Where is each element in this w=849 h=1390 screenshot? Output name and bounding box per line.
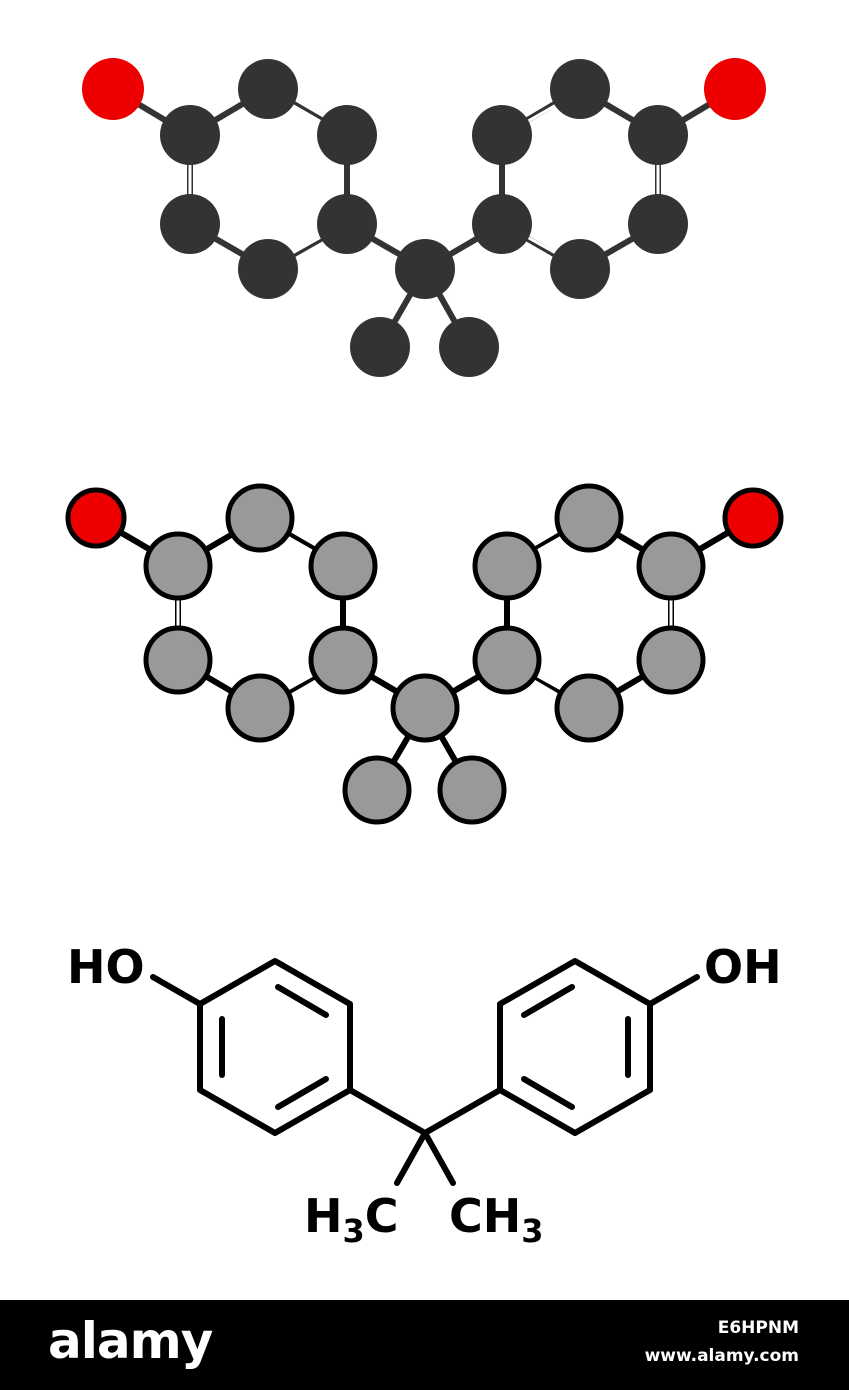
molecule-diagram: HO OH H3C CH3	[65, 58, 784, 1250]
ball-and-stick-model	[82, 58, 766, 377]
skeletal-formula: HO OH H3C CH3	[67, 940, 782, 1250]
methyl-label-left: H3C	[304, 1189, 399, 1250]
ho-label-left: HO	[67, 940, 145, 994]
methyl-label-right: CH3	[449, 1189, 544, 1250]
brand-logo: alamy	[48, 1312, 213, 1370]
oh-label-right: OH	[704, 940, 782, 994]
watermark-footer: alamy E6HPNM www.alamy.com	[0, 1300, 849, 1390]
methyl-left-subscript: 3	[343, 1212, 365, 1250]
outlined-atom-model	[65, 483, 784, 825]
methyl-right-ch: CH	[449, 1189, 521, 1243]
methyl-left-h: H	[304, 1189, 343, 1243]
image-id-label: E6HPNM	[717, 1318, 799, 1338]
site-url-label: www.alamy.com	[644, 1346, 799, 1366]
methyl-right-subscript: 3	[521, 1212, 543, 1250]
methyl-left-c: C	[365, 1189, 399, 1243]
